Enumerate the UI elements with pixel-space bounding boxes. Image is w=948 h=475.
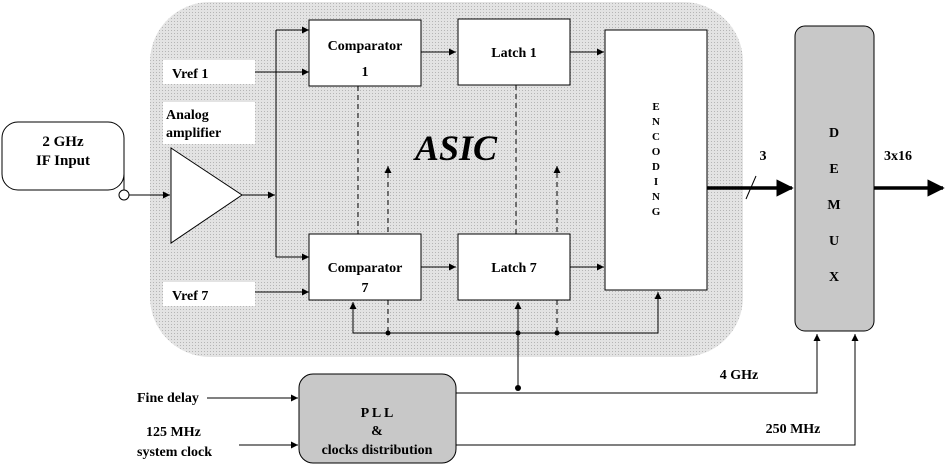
comparator-7-index: 7 bbox=[362, 281, 369, 296]
vref-7-label: Vref 7 bbox=[172, 289, 208, 304]
pll-subtitle: clocks distribution bbox=[322, 443, 433, 458]
pll-title: P L L bbox=[361, 406, 394, 421]
label-letter: C bbox=[652, 131, 660, 143]
label-letter: X bbox=[829, 270, 839, 285]
comparator-7-label: Comparator bbox=[328, 261, 403, 276]
vref-7-box bbox=[163, 282, 255, 306]
asic-region bbox=[150, 2, 743, 357]
comparator-1-box bbox=[308, 19, 422, 87]
encoding-box bbox=[604, 29, 708, 291]
junction-dot bbox=[515, 330, 521, 336]
junction-dot bbox=[515, 385, 521, 391]
label-letter: E bbox=[652, 101, 659, 113]
comparator-1-index: 1 bbox=[362, 65, 369, 80]
clock-250mhz-label: 250 MHz bbox=[766, 422, 821, 437]
amplifier-label-box bbox=[163, 102, 255, 144]
input-port bbox=[118, 189, 130, 201]
junction-dot bbox=[385, 330, 391, 336]
label-letter: O bbox=[652, 146, 661, 158]
label-letter: E bbox=[829, 162, 838, 177]
asic-title: ASIC bbox=[413, 128, 498, 168]
pll-box bbox=[298, 373, 457, 464]
label-letter: D bbox=[652, 161, 660, 173]
amplifier-triangle bbox=[170, 147, 243, 244]
wire-4ghz-to-demux bbox=[456, 334, 821, 394]
clock-4ghz-label: 4 GHz bbox=[720, 368, 759, 383]
wire-250mhz-to-demux bbox=[456, 334, 859, 446]
comparator-7-box bbox=[308, 233, 422, 301]
vref-1-label: Vref 1 bbox=[172, 67, 208, 82]
latch-1-label: Latch 1 bbox=[491, 46, 537, 61]
label-letter: D bbox=[829, 126, 839, 141]
comparator-1-label: Comparator bbox=[328, 39, 403, 54]
system-clock-label: system clock bbox=[137, 445, 212, 460]
junction-dot bbox=[554, 330, 560, 336]
amplifier-label-line1: Analog bbox=[166, 108, 209, 123]
demux-label: D E M U X bbox=[827, 126, 840, 285]
label-letter: N bbox=[652, 191, 660, 203]
amplifier-label-line2: amplifier bbox=[166, 126, 221, 141]
latch-7-box bbox=[457, 233, 571, 301]
if-input-label: IF Input bbox=[36, 153, 90, 169]
if-input-freq: 2 GHz bbox=[42, 134, 84, 150]
label-letter: N bbox=[652, 116, 660, 128]
fine-delay-label: Fine delay bbox=[137, 391, 199, 406]
latch-7-label: Latch 7 bbox=[491, 261, 537, 276]
system-clock-freq: 125 MHz bbox=[146, 425, 201, 440]
label-letter: G bbox=[652, 206, 661, 218]
label-letter: I bbox=[654, 176, 658, 188]
vref-1-box bbox=[163, 60, 255, 84]
label-letter: M bbox=[827, 198, 840, 213]
bus-width-label: 3 bbox=[760, 149, 767, 164]
output-width-label: 3x16 bbox=[884, 149, 912, 164]
demux-box bbox=[794, 25, 875, 332]
pll-ampersand: & bbox=[371, 424, 383, 439]
bus-slash bbox=[745, 175, 757, 200]
label-letter: U bbox=[829, 234, 839, 249]
